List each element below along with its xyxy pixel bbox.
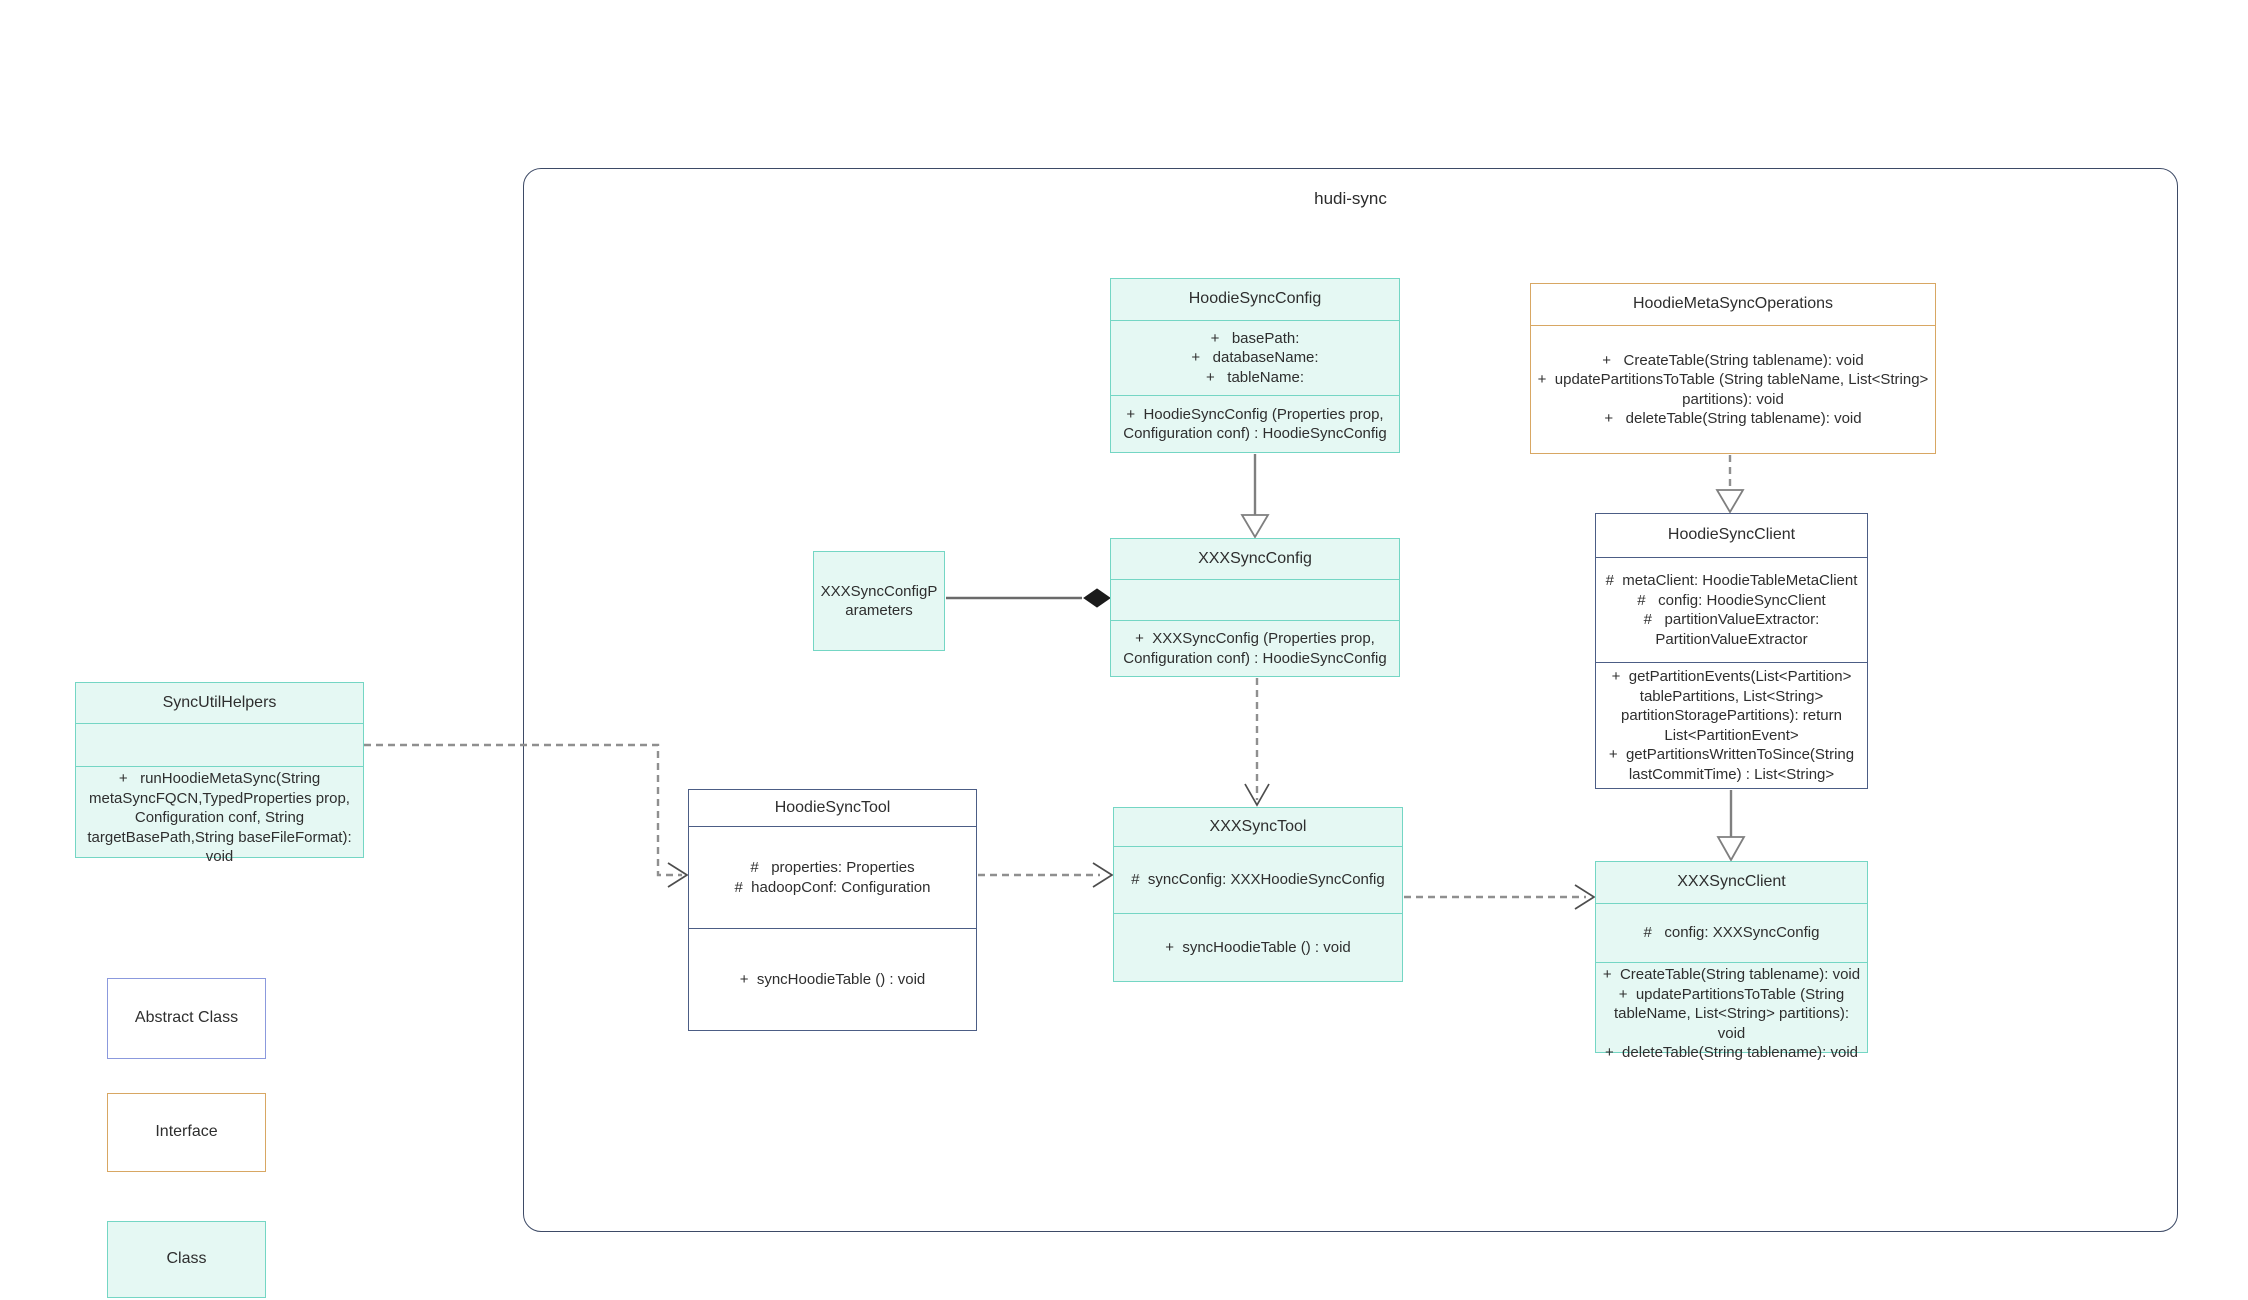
method: + updatePartitionsToTable (String tableN… [1613, 985, 1850, 1042]
methods-section: + runHoodieMetaSync(String metaSyncFQCN,… [76, 766, 363, 869]
methods-section: + XXXSyncConfig (Properties prop, Config… [1111, 620, 1399, 676]
attributes-section: # metaClient: HoodieTableMetaClient # co… [1596, 557, 1867, 662]
methods-section: + CreateTable(String tablename): void + … [1531, 325, 1935, 453]
attributes-section: + basePath: + databaseName: + tableName: [1111, 320, 1399, 395]
class-xxx-sync-tool[interactable]: XXXSyncTool # syncConfig: XXXHoodieSyncC… [1113, 807, 1403, 982]
method: + updatePartitionsToTable (String tableN… [1537, 371, 1929, 408]
attribute: # config: XXXSyncConfig [1643, 924, 1820, 942]
class-xxx-sync-client[interactable]: XXXSyncClient # config: XXXSyncConfig + … [1595, 861, 1868, 1061]
method: + CreateTable(String tablename): void [1602, 351, 1864, 369]
method: + syncHoodieTable () : void [1165, 938, 1351, 956]
attribute: # syncConfig: XXXHoodieSyncConfig [1131, 871, 1385, 889]
class-title: HoodieSyncTool [774, 798, 891, 816]
method: + getPartitionEvents(List<Partition> tab… [1611, 668, 1852, 744]
legend-interface: Interface [107, 1093, 266, 1172]
attributes-section [76, 723, 363, 766]
class-title: HoodieSyncConfig [1188, 290, 1322, 308]
method: + runHoodieMetaSync(String metaSyncFQCN,… [87, 770, 352, 865]
class-sync-util-helpers[interactable]: SyncUtilHelpers + runHoodieMetaSync(Stri… [75, 682, 364, 865]
class-title: XXXSyncTool [1209, 817, 1307, 835]
attribute: + basePath: [1210, 329, 1300, 347]
abstract-class-hoodie-sync-client[interactable]: HoodieSyncClient # metaClient: HoodieTab… [1595, 513, 1868, 789]
package-label: hudi-sync [1314, 189, 1387, 208]
attribute: + databaseName: [1191, 349, 1319, 367]
methods-section: + getPartitionEvents(List<Partition> tab… [1596, 662, 1867, 788]
method: + deleteTable(String tablename): void [1604, 1044, 1859, 1061]
class-title: HoodieMetaSyncOperations [1632, 295, 1834, 313]
attributes-section [1111, 579, 1399, 620]
methods-section: + syncHoodieTable () : void [1114, 913, 1402, 981]
class-title: SyncUtilHelpers [162, 693, 277, 711]
legend-label: Interface [155, 1123, 218, 1141]
class-xxx-sync-config[interactable]: XXXSyncConfig + XXXSyncConfig (Propertie… [1110, 538, 1400, 677]
methods-section: + CreateTable(String tablename): void + … [1596, 962, 1867, 1065]
method: + getPartitionsWrittenToSince(String las… [1608, 746, 1855, 783]
attributes-section: # config: XXXSyncConfig [1596, 903, 1867, 962]
attributes-section: # syncConfig: XXXHoodieSyncConfig [1114, 846, 1402, 913]
attribute: # metaClient: HoodieTableMetaClient [1605, 572, 1858, 589]
legend-label: Class [166, 1250, 207, 1268]
class-title: XXXSyncClient [1677, 873, 1786, 891]
methods-section: + HoodieSyncConfig (Properties prop, Con… [1111, 395, 1399, 452]
legend-label: Abstract Class [134, 1009, 239, 1027]
abstract-class-hoodie-sync-tool[interactable]: HoodieSyncTool # properties: Properties … [688, 789, 977, 1031]
interface-hoodie-meta-sync-operations[interactable]: HoodieMetaSyncOperations + CreateTable(S… [1530, 283, 1936, 454]
attribute: + tableName: [1206, 368, 1304, 386]
attribute: # partitionValueExtractor: PartitionValu… [1643, 611, 1820, 648]
class-title: HoodieSyncClient [1667, 526, 1796, 544]
class-title: XXXSyncConfigParameters [820, 582, 938, 620]
methods-section: + syncHoodieTable () : void [689, 928, 976, 1030]
method: + HoodieSyncConfig (Properties prop, Con… [1123, 405, 1387, 443]
method: + deleteTable(String tablename): void [1604, 410, 1862, 427]
method: + CreateTable(String tablename): void [1602, 966, 1861, 983]
attributes-section: # properties: Properties # hadoopConf: C… [689, 826, 976, 928]
legend-abstract-class: Abstract Class [107, 978, 266, 1059]
attribute: # hadoopConf: Configuration [734, 878, 931, 896]
attribute: # properties: Properties [750, 859, 915, 876]
method: + XXXSyncConfig (Properties prop, Config… [1123, 630, 1387, 667]
class-xxx-sync-config-parameters[interactable]: XXXSyncConfigParameters [813, 551, 945, 651]
attribute: # config: HoodieSyncClient [1637, 591, 1826, 609]
class-title: XXXSyncConfig [1198, 549, 1312, 567]
class-hoodie-sync-config[interactable]: HoodieSyncConfig + basePath: + databaseN… [1110, 278, 1400, 453]
package-hudi-sync: hudi-sync [523, 168, 2178, 1232]
method: + syncHoodieTable () : void [739, 970, 926, 988]
legend-class: Class [107, 1221, 266, 1298]
